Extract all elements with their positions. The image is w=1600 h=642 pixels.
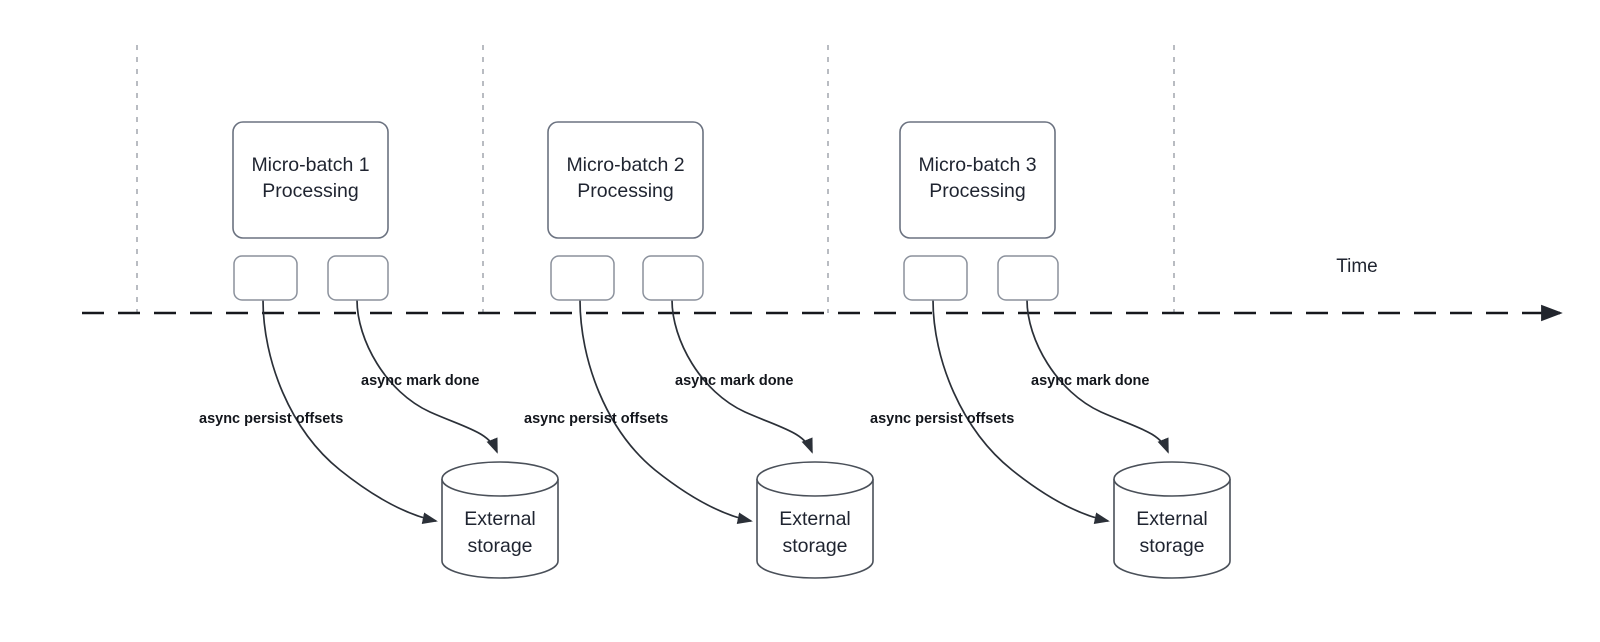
edge-label-mark-done-3: async mark done bbox=[1031, 373, 1149, 389]
edge-persist-offsets-2 bbox=[579, 299, 753, 525]
micro-batch-3-label-line2: Processing bbox=[929, 180, 1025, 202]
edge-persist-offsets-1 bbox=[262, 299, 438, 525]
task-box-mark-done-1[interactable] bbox=[327, 255, 389, 301]
micro-batch-2-label-line1: Micro-batch 2 bbox=[566, 154, 684, 176]
edge-persist-offsets-3 bbox=[932, 299, 1110, 525]
task-box-persist-1[interactable] bbox=[233, 255, 298, 301]
edge-label-persist-offsets-2: async persist offsets bbox=[524, 411, 668, 427]
edge-label-persist-offsets-3: async persist offsets bbox=[870, 411, 1014, 427]
boundary-tick-lines bbox=[136, 45, 1175, 313]
task-box-mark-done-3[interactable] bbox=[997, 255, 1059, 301]
cylinder-body-2 bbox=[756, 479, 874, 579]
cylinder-top-2 bbox=[756, 461, 874, 497]
micro-batch-1-label-line1: Micro-batch 1 bbox=[251, 154, 369, 176]
edge-mark-done-1 bbox=[356, 299, 498, 454]
micro-batch-3-box[interactable] bbox=[899, 121, 1056, 239]
micro-batch-3-label-line1: Micro-batch 3 bbox=[918, 154, 1036, 176]
external-storage-cylinder-3[interactable]: External storage bbox=[1113, 461, 1231, 579]
edge-label-mark-done-2: async mark done bbox=[675, 373, 793, 389]
cylinder-body-3 bbox=[1113, 479, 1231, 579]
edge-mark-done-2 bbox=[671, 299, 813, 454]
external-storage-cylinder-1[interactable]: External storage bbox=[441, 461, 559, 579]
task-box-mark-done-2[interactable] bbox=[642, 255, 704, 301]
edge-mark-done-3 bbox=[1026, 299, 1169, 454]
external-storage-1-label-line1: External bbox=[464, 508, 536, 530]
edge-label-mark-done-1: async mark done bbox=[361, 373, 479, 389]
cylinder-body-1 bbox=[441, 479, 559, 579]
micro-batch-group-1: Micro-batch 1 Processing async persist o… bbox=[199, 121, 559, 579]
external-storage-3-label-line1: External bbox=[1136, 508, 1208, 530]
cylinder-top-1 bbox=[441, 461, 559, 497]
micro-batch-1-label-line2: Processing bbox=[262, 180, 358, 202]
micro-batch-1-box[interactable] bbox=[232, 121, 389, 239]
cylinder-top-3 bbox=[1113, 461, 1231, 497]
edge-label-persist-offsets-1: async persist offsets bbox=[199, 411, 343, 427]
time-axis: Time bbox=[82, 256, 1563, 322]
micro-batch-2-label-line2: Processing bbox=[577, 180, 673, 202]
external-storage-2-label-line1: External bbox=[779, 508, 851, 530]
external-storage-3-label-line2: storage bbox=[1139, 535, 1204, 557]
external-storage-1-label-line2: storage bbox=[467, 535, 532, 557]
external-storage-2-label-line2: storage bbox=[782, 535, 847, 557]
task-box-persist-3[interactable] bbox=[903, 255, 968, 301]
micro-batch-2-box[interactable] bbox=[547, 121, 704, 239]
micro-batch-group-2: Micro-batch 2 Processing async persist o… bbox=[524, 121, 874, 579]
micro-batch-group-3: Micro-batch 3 Processing async persist o… bbox=[870, 121, 1231, 579]
time-axis-label: Time bbox=[1336, 256, 1378, 277]
external-storage-cylinder-2[interactable]: External storage bbox=[756, 461, 874, 579]
task-box-persist-2[interactable] bbox=[550, 255, 615, 301]
